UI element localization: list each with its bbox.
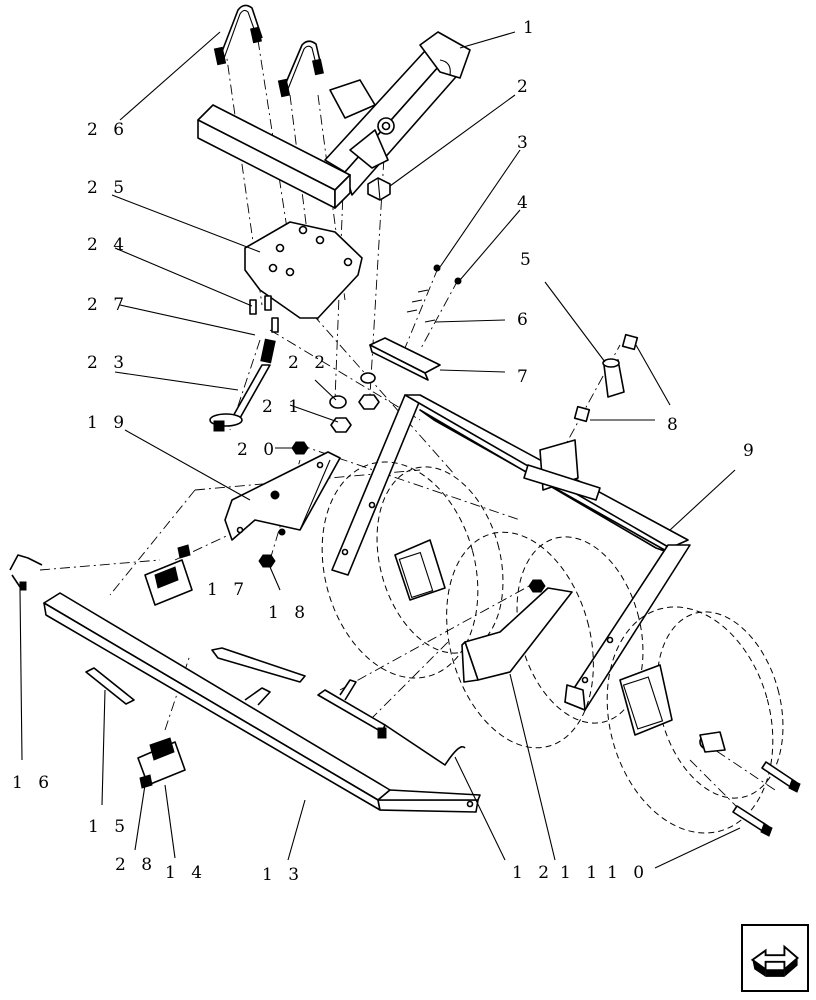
callout-10: 1 0 [607, 863, 649, 883]
callout-5: 5 [520, 250, 536, 270]
callout-12: 1 2 [512, 863, 554, 883]
part-25-mounting-plate [244, 221, 363, 319]
callout-labels: 1 2 3 4 5 6 7 8 9 1 0 1 1 1 2 1 3 1 4 1 … [12, 18, 759, 885]
part-2-nut [367, 177, 391, 201]
part-21-22-nuts [329, 372, 380, 433]
part-3-4-6-hardware [406, 264, 462, 323]
part-8-caps [573, 333, 639, 423]
part-12-spring-tine [244, 679, 466, 766]
callout-3: 3 [517, 133, 533, 153]
part-19-bracket [224, 451, 341, 541]
callout-6: 6 [517, 310, 533, 330]
callout-9: 9 [743, 441, 759, 461]
callout-20: 2 0 [237, 440, 279, 460]
disc-blades [321, 461, 784, 834]
callout-11: 1 1 [560, 863, 602, 883]
part-17-flat-bar [211, 647, 306, 683]
callout-27: 2 7 [87, 295, 129, 315]
callout-25: 2 5 [87, 178, 129, 198]
callout-19: 1 9 [87, 413, 129, 433]
callout-16: 1 6 [12, 773, 54, 793]
callout-26: 2 6 [87, 120, 129, 140]
next-page-button[interactable] [741, 924, 809, 992]
callout-21: 2 1 [262, 397, 304, 417]
callout-28: 2 8 [115, 855, 157, 875]
square-tube-crossbar [197, 104, 351, 209]
callout-8: 8 [667, 415, 683, 435]
part-16-u-bolt [9, 554, 43, 591]
callout-18: 1 8 [268, 603, 310, 623]
part-5-bushing [602, 358, 625, 398]
callout-7: 7 [517, 367, 533, 387]
callout-15: 1 5 [88, 817, 130, 837]
part-14-clamps [137, 544, 193, 789]
callout-17: 1 7 [207, 580, 249, 600]
part-7-angle-bracket [369, 337, 441, 381]
part-23-pivot-pin [209, 338, 276, 432]
callout-23: 2 3 [87, 353, 129, 373]
part-18-nut [258, 554, 276, 568]
part-26-u-bolts [213, 4, 324, 98]
callout-1: 1 [523, 18, 539, 38]
next-page-arrow-icon [750, 944, 800, 977]
part-9-gang-frame [331, 394, 691, 711]
part-1-hitch-tongue [324, 31, 471, 196]
part-13-main-beam [43, 592, 481, 813]
callout-4: 4 [517, 193, 533, 213]
callout-22: 2 2 [288, 353, 330, 373]
part-11-bracket [461, 579, 573, 683]
part-24-bolts [249, 295, 279, 333]
callout-13: 1 3 [262, 865, 304, 885]
callout-2: 2 [517, 77, 533, 97]
part-15-bar [85, 667, 135, 705]
callout-14: 1 4 [165, 863, 207, 883]
leader-lines [19, 31, 741, 869]
part-10-bolts [732, 761, 801, 837]
callout-24: 2 4 [87, 235, 129, 255]
